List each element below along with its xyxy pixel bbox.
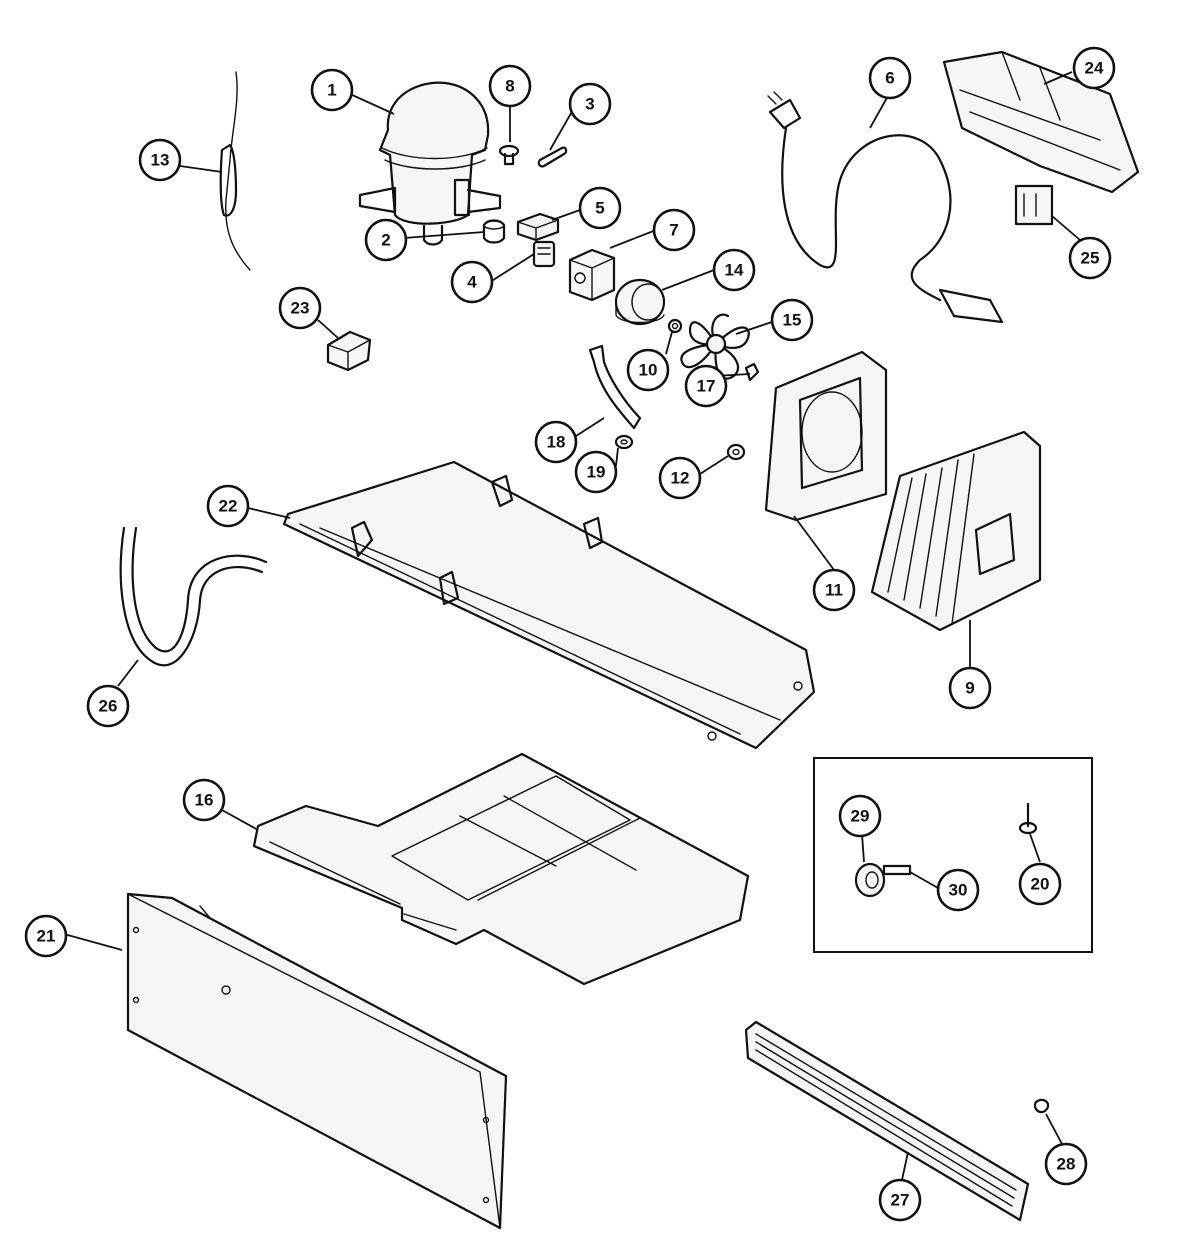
callout-1: 1	[310, 68, 354, 112]
condenser-part	[870, 430, 1042, 632]
callout-label: 2	[381, 231, 390, 250]
callout-2: 2	[364, 218, 408, 262]
callout-label: 24	[1085, 59, 1104, 78]
callout-label: 4	[467, 273, 477, 292]
callout-label: 25	[1081, 249, 1100, 268]
callout-23: 23	[278, 286, 322, 330]
callout-3: 3	[568, 82, 612, 126]
callout-label: 15	[783, 311, 802, 330]
callout-19: 19	[574, 450, 618, 494]
clip-part	[537, 146, 568, 168]
callout-8: 8	[488, 64, 532, 108]
callout-label: 21	[37, 927, 56, 946]
pin-part-30	[882, 864, 912, 876]
callout-14: 14	[712, 248, 756, 292]
callout-label: 10	[639, 361, 658, 380]
fan-motor-part	[614, 278, 666, 326]
grommet-part-19	[614, 434, 634, 450]
relay-cover-part	[516, 212, 560, 242]
callout-29: 29	[838, 794, 882, 838]
callout-label: 3	[585, 95, 594, 114]
callout-7: 7	[652, 208, 696, 252]
switch-part-23	[326, 330, 372, 372]
strap-part	[588, 344, 642, 430]
callout-5: 5	[578, 186, 622, 230]
roller-part-29	[854, 862, 886, 898]
callout-27: 27	[878, 1178, 922, 1222]
callout-label: 28	[1057, 1155, 1076, 1174]
callout-label: 12	[671, 469, 690, 488]
callout-label: 6	[885, 69, 894, 88]
callout-label: 11	[825, 581, 843, 600]
callout-11: 11	[812, 568, 856, 612]
callout-label: 27	[891, 1191, 910, 1210]
callout-label: 29	[851, 807, 870, 826]
callout-label: 8	[505, 77, 514, 96]
callout-label: 13	[151, 151, 170, 170]
callout-label: 14	[725, 261, 744, 280]
power-cord-part	[767, 91, 1004, 324]
callout-20: 20	[1018, 862, 1062, 906]
callout-26: 26	[86, 684, 130, 728]
callout-17: 17	[684, 364, 728, 408]
drain-pan-part	[252, 752, 750, 986]
callout-label: 7	[669, 221, 678, 240]
callout-label: 18	[547, 433, 566, 452]
foot-part-20	[1018, 802, 1038, 835]
inset-box	[813, 757, 1093, 953]
overload-part	[532, 240, 556, 268]
kick-grille-part	[744, 1020, 1030, 1222]
callout-label: 23	[291, 299, 310, 318]
front-panel-part	[126, 892, 508, 1230]
callout-25: 25	[1068, 236, 1112, 280]
callout-label: 1	[327, 81, 336, 100]
callout-30: 30	[936, 868, 980, 912]
callout-13: 13	[138, 138, 182, 182]
callout-label: 16	[195, 791, 214, 810]
callout-label: 26	[99, 697, 118, 716]
callout-label: 30	[949, 881, 968, 900]
callout-label: 19	[587, 463, 606, 482]
clip-part-28	[1033, 1098, 1050, 1114]
fan-blade-part	[680, 313, 750, 380]
callout-6: 6	[868, 56, 912, 100]
callout-24: 24	[1072, 46, 1116, 90]
callout-label: 22	[219, 497, 238, 516]
bracket-part-17	[744, 362, 760, 382]
grommet-part	[482, 219, 506, 244]
callout-16: 16	[182, 778, 226, 822]
callout-21: 21	[24, 914, 68, 958]
callout-label: 20	[1031, 875, 1050, 894]
callout-9: 9	[948, 666, 992, 710]
drier-tube-part	[219, 71, 251, 271]
callout-4: 4	[450, 260, 494, 304]
fan-shroud-part	[764, 350, 888, 522]
leader-lines	[63, 71, 1081, 1181]
start-relay-part	[568, 248, 616, 302]
callout-10: 10	[626, 348, 670, 392]
callout-18: 18	[534, 420, 578, 464]
callout-label: 5	[595, 199, 604, 218]
connector-part-25	[1014, 184, 1054, 226]
compressor-part	[358, 81, 502, 246]
callout-15: 15	[770, 298, 814, 342]
callout-12: 12	[658, 456, 702, 500]
nut-part-10	[667, 318, 683, 334]
callout-label: 17	[697, 377, 716, 396]
base-rail-part	[282, 460, 816, 750]
callout-28: 28	[1044, 1142, 1088, 1186]
callout-label: 9	[965, 679, 974, 698]
grommet-part-12	[726, 443, 746, 461]
screw-part	[498, 144, 520, 166]
callout-22: 22	[206, 484, 250, 528]
drain-hose-part	[119, 526, 268, 667]
